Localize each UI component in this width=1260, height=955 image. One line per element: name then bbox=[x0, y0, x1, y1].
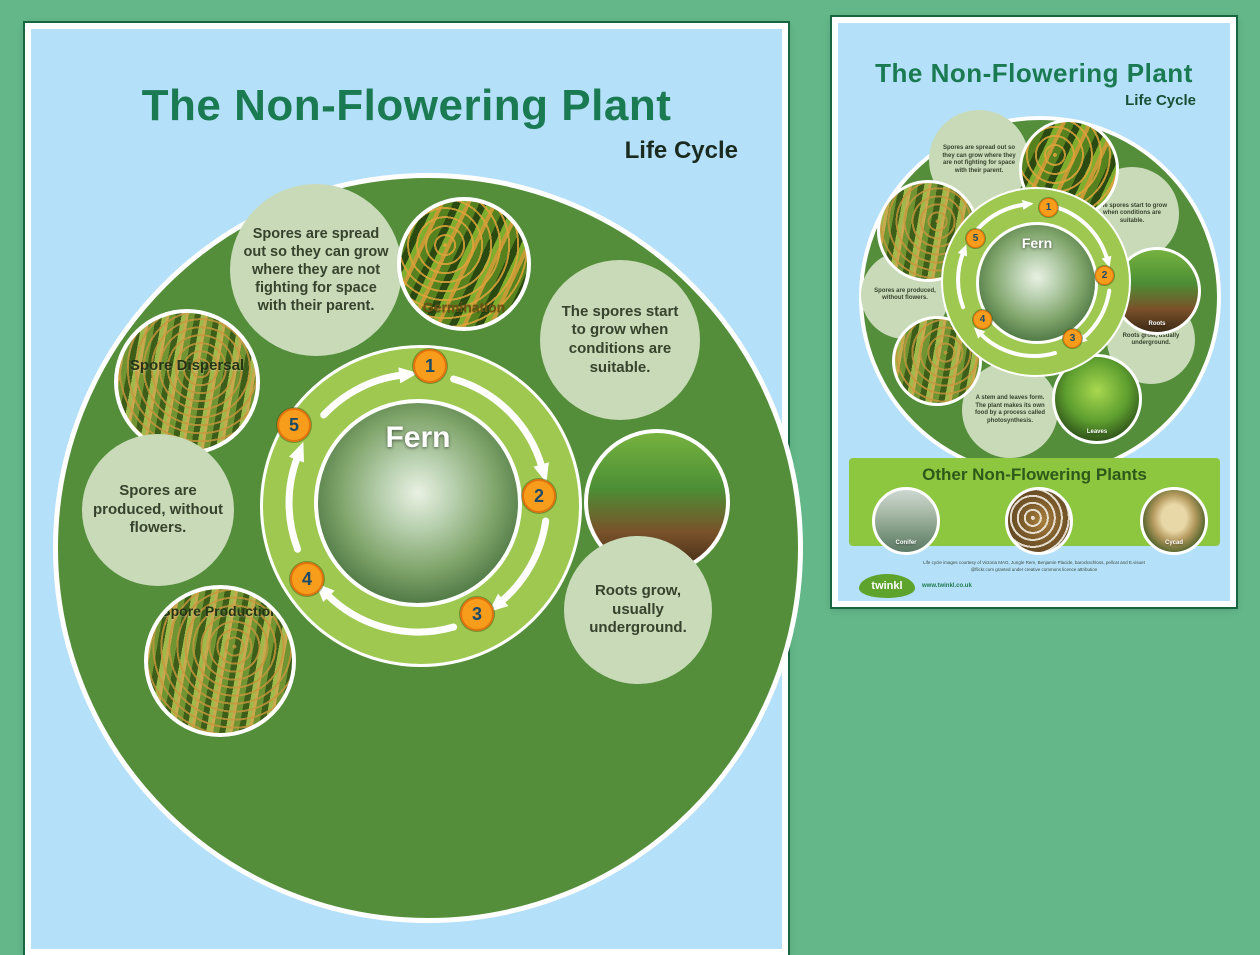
page-title: The Non-Flowering Plant bbox=[141, 81, 672, 130]
step-badge-2: 2 bbox=[522, 479, 556, 513]
thumb-step-badge-5: 5 bbox=[966, 229, 985, 248]
bubble-spores-grow: The spores start to grow when conditions… bbox=[540, 260, 700, 420]
twinkl-logo: twinkl bbox=[859, 574, 915, 598]
spore-dispersal-label: Spore Dispersal bbox=[129, 357, 245, 374]
thumb-step-badge-1: 1 bbox=[1039, 198, 1058, 217]
cycad-photo: Cycad bbox=[1140, 487, 1208, 555]
thumb-fern-label: Fern bbox=[1021, 235, 1053, 251]
step-badge-1: 1 bbox=[413, 349, 447, 383]
thumb-step-badge-4: 4 bbox=[973, 310, 992, 329]
germination-photo: Germination bbox=[397, 197, 531, 331]
bubble-spores-produced: Spores are produced, without flowers. bbox=[82, 434, 234, 586]
thumb-leaves-photo: Leaves bbox=[1052, 354, 1142, 444]
bubble-roots-grow: Roots grow, usually underground. bbox=[564, 536, 712, 684]
step-badge-4: 4 bbox=[290, 562, 324, 596]
thumbnail-poster: The Non-Flowering Plant Life Cycle Spore… bbox=[830, 15, 1238, 609]
step-badge-5: 5 bbox=[277, 408, 311, 442]
conifer-photo: Conifer bbox=[872, 487, 940, 555]
thumb-subtitle: Life Cycle bbox=[1125, 92, 1196, 109]
spore-production-label: Spore Production bbox=[161, 603, 279, 619]
thumb-leaves-label: Leaves bbox=[1086, 429, 1108, 435]
conifer-label: Conifer bbox=[895, 540, 917, 546]
page-subtitle: Life Cycle bbox=[624, 137, 738, 164]
step-badge-3: 3 bbox=[460, 597, 494, 631]
other-plants-heading: Other Non-Flowering Plants bbox=[922, 465, 1147, 484]
thumb-roots-label: Roots bbox=[1148, 321, 1166, 327]
thumb-bubble-spores-spread: Spores are spread out so they can grow w… bbox=[929, 110, 1029, 210]
spore-dispersal-photo: Spore Dispersal bbox=[114, 309, 260, 455]
thumb-cycle-arrows bbox=[956, 199, 1112, 358]
fern-photo: Fern bbox=[314, 399, 522, 607]
main-poster: The Non-Flowering Plant Life Cycle Spore… bbox=[23, 21, 803, 955]
twinkl-url: www.twinkl.co.uk bbox=[922, 583, 972, 589]
bubble-spores-spread: Spores are spread out so they can grow w… bbox=[230, 184, 402, 356]
cycad-label: Cycad bbox=[1164, 540, 1183, 546]
thumb-step-badge-2: 2 bbox=[1095, 266, 1114, 285]
moss-photo bbox=[1005, 487, 1073, 555]
fern-label: Fern bbox=[385, 421, 451, 454]
thumb-title: The Non-Flowering Plant bbox=[875, 58, 1193, 88]
other-plants-band: Other Non-Flowering Plants Conifer Cycad bbox=[849, 458, 1220, 555]
credits: Life cycle images courtesy of Victoria M… bbox=[838, 560, 1230, 574]
germination-label: Germination bbox=[422, 299, 506, 315]
thumb-fern-photo: Fern bbox=[976, 222, 1098, 344]
thumb-step-badge-3: 3 bbox=[1063, 329, 1082, 348]
credits-line-2: @flickr.com granted under creative commo… bbox=[970, 566, 1098, 572]
credits-line-1: Life cycle images courtesy of Victoria M… bbox=[923, 560, 1145, 565]
